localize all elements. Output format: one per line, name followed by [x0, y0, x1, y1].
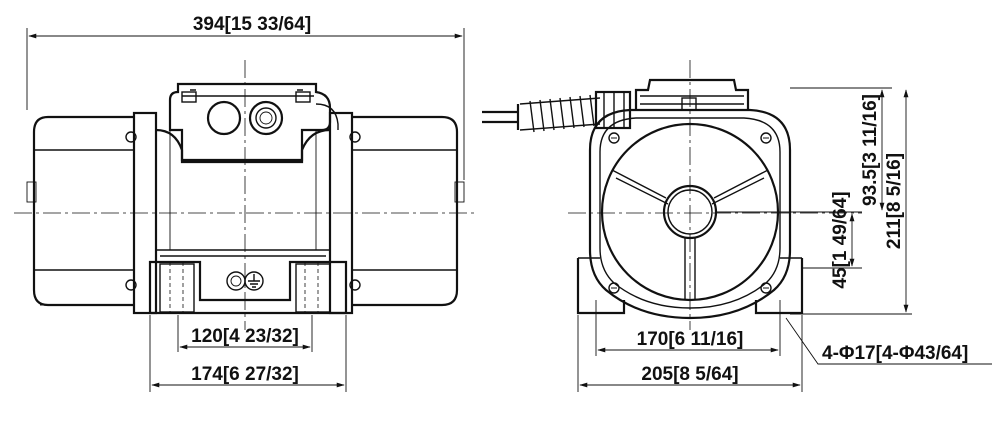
terminal-box [168, 82, 332, 162]
ground-symbol-icon [226, 271, 264, 291]
shaft-height-label: 45[1 49/64] [830, 191, 851, 288]
mounting-holes-label: 4-Φ17[4-Φ43/64] [822, 343, 968, 364]
total-height-label: 211[8 5/16] [884, 153, 905, 249]
front-hole-spacing-label: 120[4 23/32] [191, 326, 299, 347]
left-weight-cover [32, 115, 134, 307]
cable-gland-plug [206, 100, 242, 136]
side-view: 45[1 49/64] 93.5[3 11/16] 211[8 5/16] 17… [482, 60, 992, 392]
side-hole-spacing-label: 170[6 11/16] [637, 329, 744, 350]
front-mounting-base [148, 260, 348, 315]
mounting-holes-leader [785, 317, 992, 365]
cable-gland [248, 100, 284, 136]
side-terminal-box [634, 78, 750, 110]
motor-body [155, 128, 331, 164]
front-base-width-label: 174[6 27/32] [191, 364, 299, 385]
body-half-height-label: 93.5[3 11/16] [860, 94, 881, 206]
overall-width-label: 394[15 33/64] [193, 14, 311, 35]
front-view: 394[15 33/64] 120[4 23/32] 174[6 27/32] [14, 14, 478, 392]
right-weight-cover [352, 115, 459, 307]
side-housing [588, 108, 792, 320]
side-mounting-base [576, 258, 804, 315]
housing-ribs [611, 169, 769, 300]
left-end-plate [132, 111, 158, 315]
side-base-width-label: 205[8 5/64] [641, 364, 738, 385]
power-cable [482, 90, 632, 133]
